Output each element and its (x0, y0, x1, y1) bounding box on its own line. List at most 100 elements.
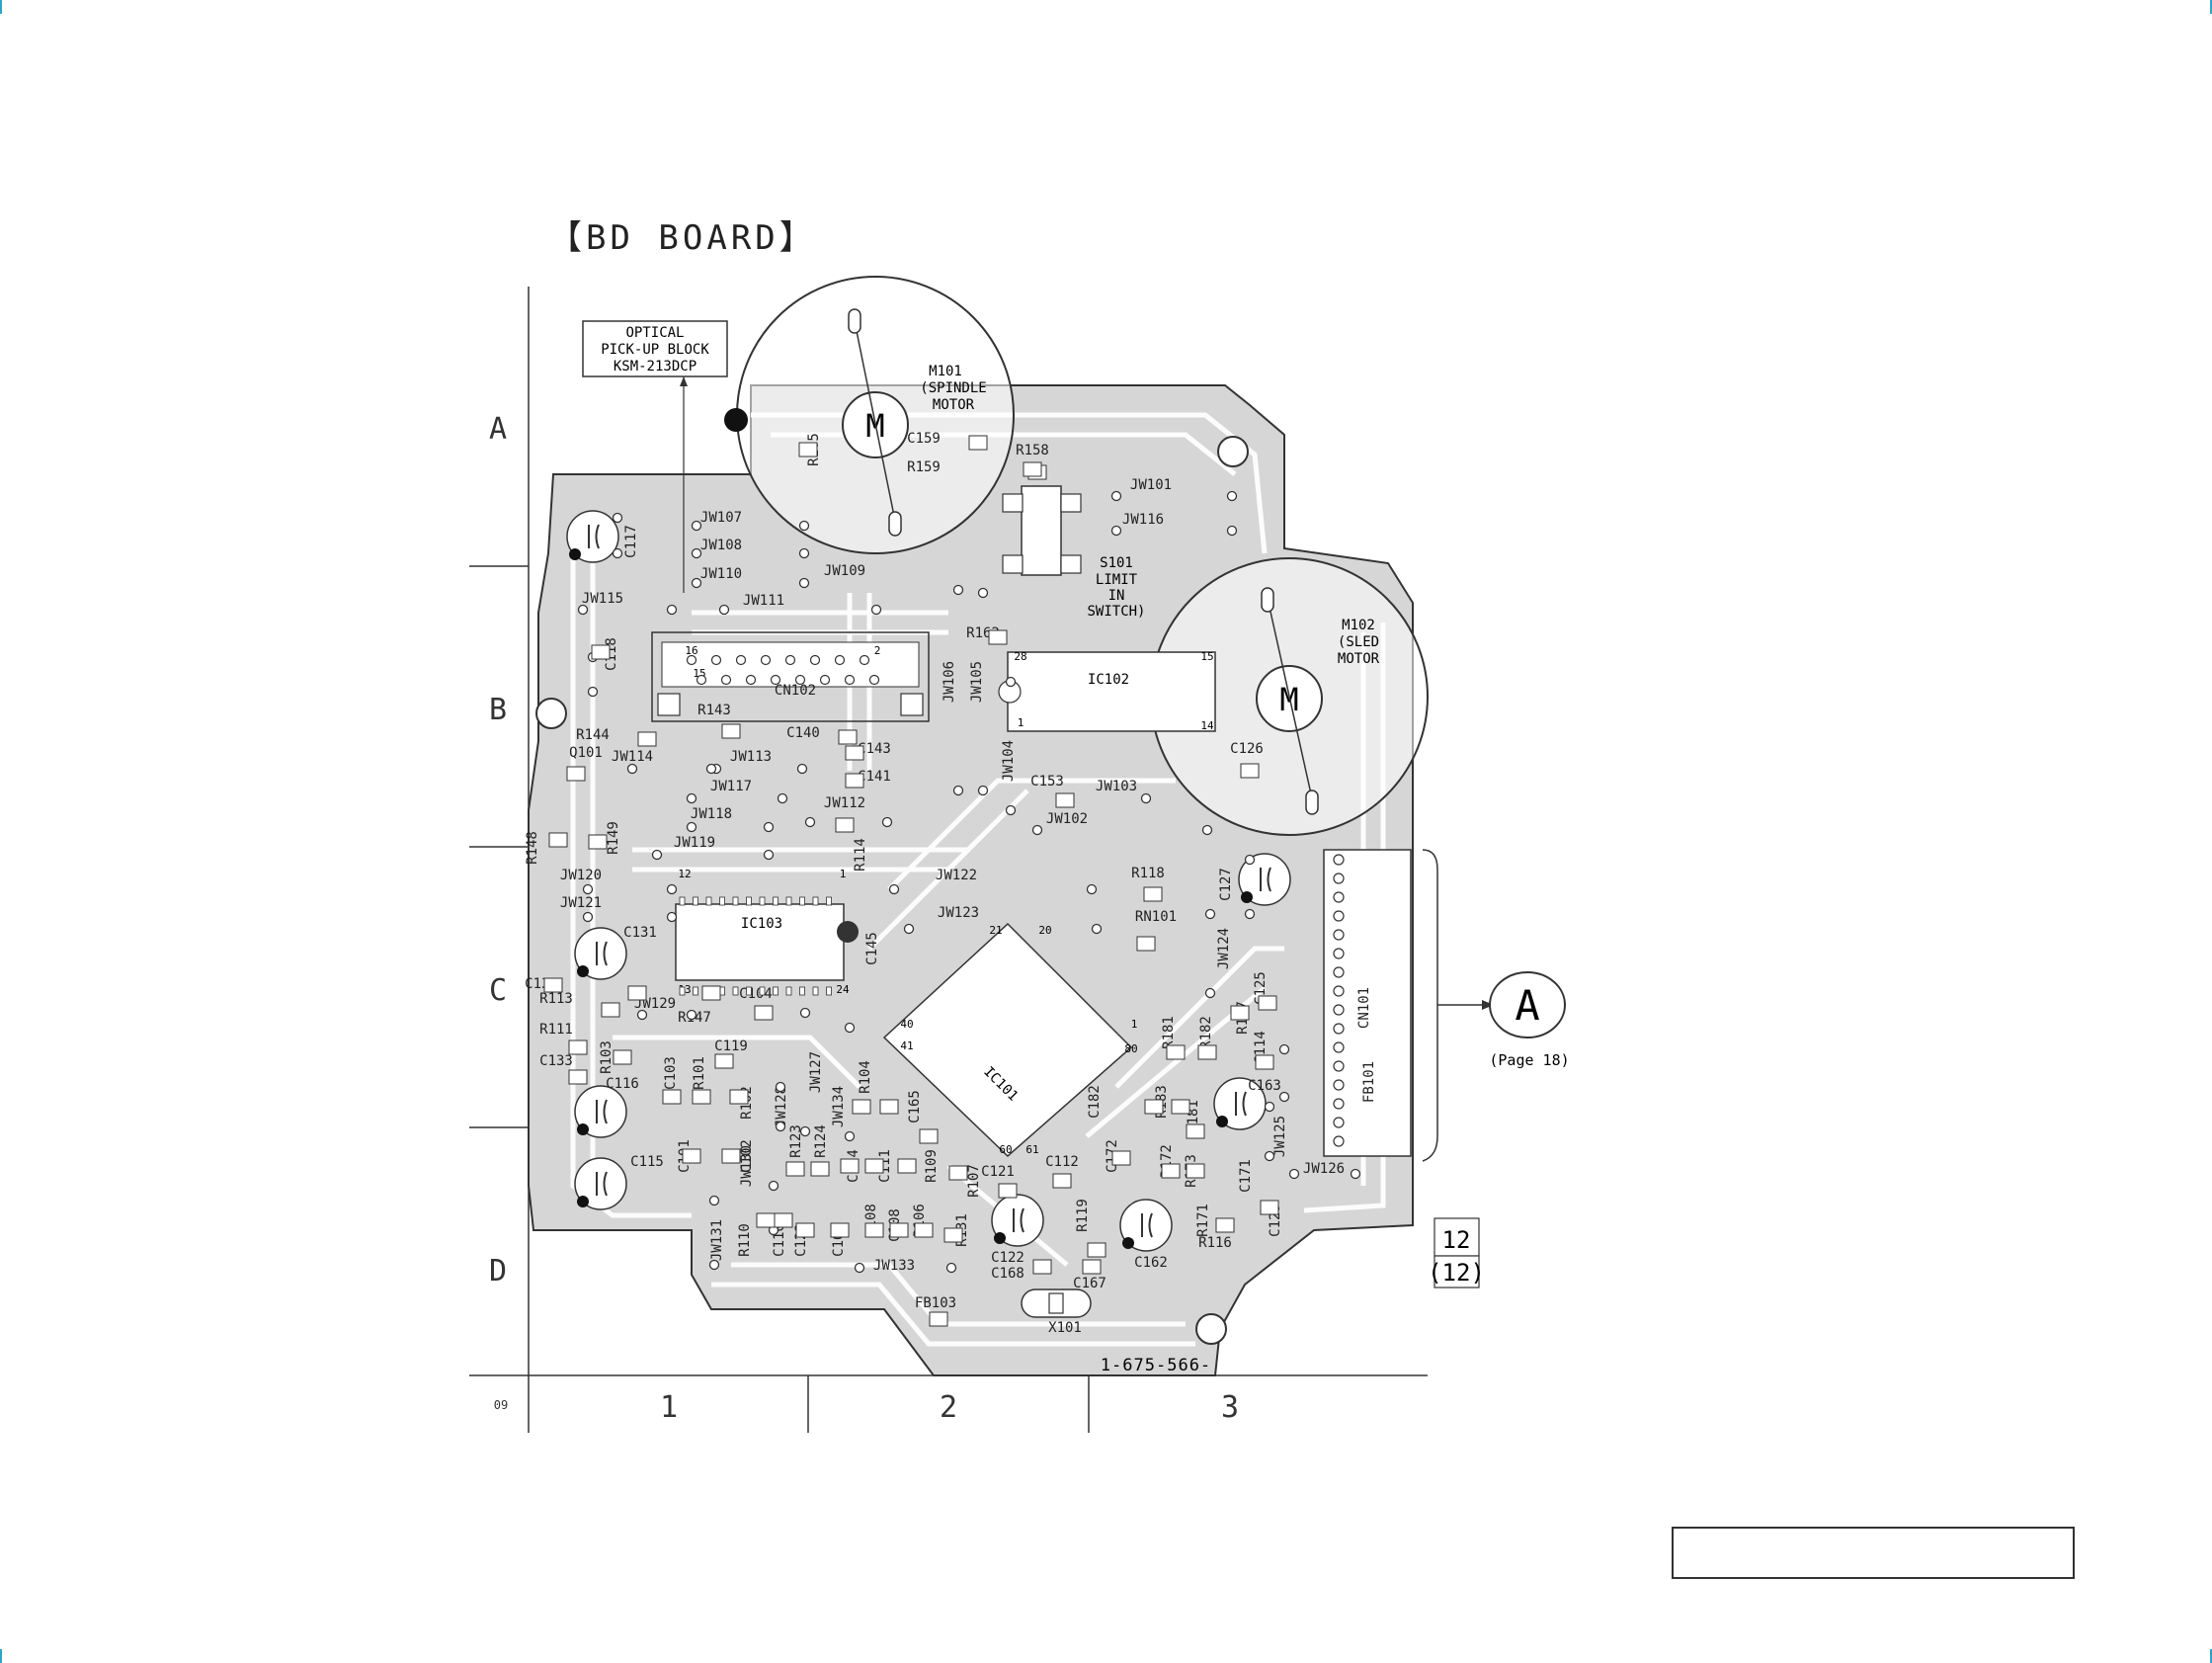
part-label-rn101: RN101 (1135, 909, 1177, 925)
part-label-jw134: JW134 (831, 1086, 847, 1127)
part-label-c122: C122 (991, 1250, 1024, 1266)
part-label-c168: C168 (991, 1266, 1024, 1282)
solder-pad (666, 883, 678, 895)
part-label-cn101: CN101 (1356, 987, 1372, 1029)
part-label-r111: R111 (539, 1022, 573, 1038)
solder-pad (763, 821, 775, 833)
solder-pad (798, 547, 810, 559)
solder-pad (666, 911, 678, 923)
component-body (1186, 1163, 1205, 1179)
component-body (879, 1099, 899, 1115)
electrolytic-capacitor (1238, 853, 1291, 906)
solder-pad (705, 763, 717, 775)
ic-pin-number: 1 (1018, 716, 1024, 729)
solder-pad (582, 883, 594, 895)
part-label-r143: R143 (697, 703, 731, 718)
solder-pad (651, 849, 663, 861)
solder-pad (1204, 908, 1216, 920)
solder-pad (977, 587, 989, 599)
component-body (1197, 1044, 1217, 1060)
part-label-jw117: JW117 (710, 779, 752, 794)
part-label-r181: R181 (1161, 1016, 1177, 1049)
ic-pin-number: 60 (999, 1143, 1012, 1156)
part-label-jw130: JW130 (739, 1145, 755, 1187)
ic103-pin (759, 986, 766, 996)
cn101-pin (1333, 985, 1345, 997)
part-label-c153: C153 (1030, 774, 1064, 790)
solder-pad (686, 821, 697, 833)
limit-switch-name-2: IN (1108, 588, 1125, 604)
component-body (1240, 763, 1260, 779)
limit-switch: S101 LIMIT IN SWITCH) (1002, 485, 1146, 620)
part-label-jw108: JW108 (700, 538, 742, 553)
grid-code: 09 (494, 1398, 508, 1412)
component-body (998, 1183, 1018, 1199)
part-label-r119: R119 (1075, 1199, 1091, 1232)
ic103-pin (812, 896, 819, 906)
ic-pin-number: 2 (874, 644, 881, 657)
component-body (543, 977, 563, 993)
solder-pad (1031, 824, 1043, 836)
part-label-jw127: JW127 (808, 1051, 824, 1093)
component-body (637, 731, 657, 747)
ic-pin-number: 28 (1014, 650, 1026, 663)
corner-mark-top-right (2210, 0, 2212, 14)
cn101-pin (1333, 1079, 1345, 1091)
connector-a-callout: A (Page 18) (1437, 971, 1570, 1069)
optical-note-line-2: PICK-UP BLOCK (601, 342, 709, 358)
part-label-r113: R113 (539, 991, 573, 1007)
component-body (682, 1148, 701, 1164)
solder-pad (768, 1180, 779, 1192)
x101-crystal (1021, 1289, 1092, 1318)
sled-motor-ref: M102 (1342, 618, 1375, 633)
part-label-jw115: JW115 (582, 591, 623, 607)
solder-pad (1244, 854, 1256, 866)
optical-note-line-1: OPTICAL (625, 325, 684, 341)
solder-pad (1278, 1091, 1290, 1103)
part-label-r109: R109 (924, 1149, 940, 1183)
sled-motor-name-2: MOTOR (1338, 651, 1380, 667)
part-label-r118: R118 (1131, 866, 1165, 881)
corner-mark-top-left (0, 0, 2, 14)
ic103-pin (746, 986, 752, 996)
component-body (1144, 1099, 1164, 1115)
solder-pad (636, 1009, 648, 1021)
component-body (1055, 792, 1075, 808)
part-label-jw118: JW118 (691, 806, 732, 822)
part-label-x101: X101 (1048, 1320, 1082, 1336)
ic-pin-number: 24 (836, 983, 850, 996)
ic102-label: IC102 (1088, 672, 1129, 688)
row-label-a: A (489, 412, 507, 447)
page-ref-box: 12 (12) (1428, 1217, 1485, 1289)
page-ref-number: 12 (1442, 1226, 1471, 1254)
column-label-1: 1 (660, 1390, 678, 1425)
solder-pad (1264, 1150, 1275, 1162)
ic103-pin (785, 986, 792, 996)
component-body (1052, 1173, 1072, 1189)
cn101-pin (1333, 1023, 1345, 1035)
component-body (845, 745, 864, 761)
component-body (1255, 1054, 1274, 1070)
solder-pad (844, 1022, 856, 1034)
ic103-pin (679, 986, 686, 996)
component-body (1171, 1099, 1190, 1115)
component-body (601, 1002, 620, 1018)
part-label-jw131: JW131 (709, 1219, 725, 1261)
cn102-pin (819, 674, 831, 686)
part-label-jw104: JW104 (1001, 740, 1017, 782)
component-body (897, 1158, 917, 1174)
spindle-motor-name-2: MOTOR (933, 397, 975, 413)
cn102-pin (696, 674, 707, 686)
solder-pad (718, 604, 730, 616)
solder-pad (708, 1259, 720, 1271)
solder-pad (577, 604, 589, 616)
part-label-c103: C103 (663, 1056, 679, 1090)
ic-pin-number: 20 (1038, 924, 1051, 937)
component-parts: JW101JW102JW103JW104JW105JW106JW107JW108… (525, 431, 1377, 1336)
solder-pad (587, 686, 599, 698)
part-label-c119: C119 (714, 1039, 748, 1054)
solder-pad (977, 785, 989, 796)
solder-pad (612, 512, 623, 524)
component-body (1111, 1150, 1131, 1166)
